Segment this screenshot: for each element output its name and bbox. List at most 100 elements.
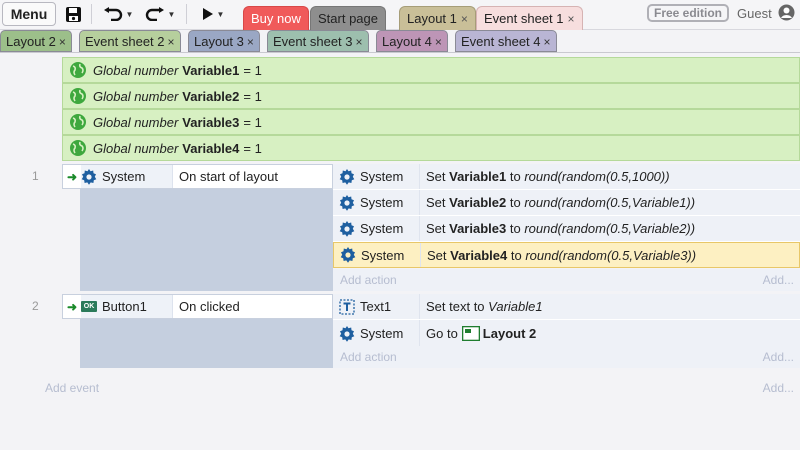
action-verb: Set xyxy=(426,169,450,184)
action-object[interactable]: System xyxy=(333,164,420,189)
action-verb: Set text to xyxy=(426,299,489,314)
global-value: = 1 xyxy=(243,140,262,156)
action-text[interactable]: Set Variable1 to round(random(0.5,1000)) xyxy=(420,169,670,184)
action-variable: Variable4 xyxy=(450,247,508,263)
global-value: = 1 xyxy=(243,88,262,104)
action-text[interactable]: Go to Layout 2 xyxy=(420,326,536,341)
close-icon[interactable]: × xyxy=(434,35,442,49)
event-1-condition[interactable]: ➜ System On start of layout xyxy=(62,164,333,189)
add-more-link[interactable]: Add... xyxy=(762,273,794,287)
close-icon[interactable]: × xyxy=(58,35,66,49)
tab-layout-3[interactable]: Layout 3× xyxy=(188,30,260,52)
add-event-link[interactable]: Add event xyxy=(45,381,100,395)
action-row[interactable]: System Go to Layout 2 xyxy=(333,320,800,348)
button-object-icon: OK xyxy=(81,301,97,312)
event-number: 1 xyxy=(32,169,39,183)
close-icon[interactable]: × xyxy=(460,12,468,26)
save-icon[interactable] xyxy=(62,3,84,25)
action-expression: round(random(0.5,1000)) xyxy=(524,169,670,184)
redo-icon[interactable]: ▼ xyxy=(142,3,178,25)
global-name: Variable4 xyxy=(182,140,240,156)
global-keyword: Global number xyxy=(93,88,179,104)
action-row-selected[interactable]: System Set Variable4 to round(random(0.5… xyxy=(333,242,800,268)
action-object[interactable]: Text1 xyxy=(333,294,420,319)
condition-object[interactable]: System xyxy=(81,165,173,188)
action-object[interactable]: System xyxy=(333,216,420,241)
condition-text[interactable]: On start of layout xyxy=(179,169,278,184)
action-connector: to xyxy=(506,169,525,184)
add-more-link[interactable]: Add... xyxy=(762,381,794,395)
action-variable: Variable3 xyxy=(449,221,507,236)
action-text[interactable]: Set Variable2 to round(random(0.5,Variab… xyxy=(420,195,695,210)
tab-layout-4[interactable]: Layout 4× xyxy=(376,30,448,52)
globe-icon xyxy=(70,88,86,104)
add-action-row[interactable]: Add action Add... xyxy=(333,269,800,291)
event-2-condition[interactable]: ➜ OK Button1 On clicked xyxy=(62,294,333,319)
tab-event-sheet-3[interactable]: Event sheet 3× xyxy=(267,30,369,52)
tab-buy-now[interactable]: Buy now xyxy=(243,6,309,30)
add-action-link[interactable]: Add action xyxy=(340,273,397,287)
global-variable-row[interactable]: Global number Variable3 = 1 xyxy=(62,109,800,135)
action-verb: Set xyxy=(426,195,450,210)
toolbar-divider xyxy=(91,4,92,24)
tab-layout-1[interactable]: Layout 1× xyxy=(399,6,476,30)
gear-icon xyxy=(339,325,355,342)
close-icon[interactable]: × xyxy=(167,35,175,49)
action-text[interactable]: Set Variable4 to round(random(0.5,Variab… xyxy=(421,248,696,263)
global-variable-row[interactable]: Global number Variable4 = 1 xyxy=(62,135,800,161)
global-keyword: Global number xyxy=(93,62,179,78)
action-row[interactable]: System Set Variable1 to round(random(0.5… xyxy=(333,164,800,190)
action-object-label: Text1 xyxy=(360,299,392,314)
global-variable-row[interactable]: Global number Variable2 = 1 xyxy=(62,83,800,109)
play-icon[interactable]: ▼ xyxy=(196,3,230,25)
global-value: = 1 xyxy=(243,114,262,130)
tab-event-sheet-1[interactable]: Event sheet 1× xyxy=(476,6,583,30)
tab-event-sheet-2[interactable]: Event sheet 2× xyxy=(79,30,181,52)
tab-layout-2[interactable]: Layout 2× xyxy=(0,30,72,52)
action-object-label: System xyxy=(360,221,404,236)
trigger-arrow-icon: ➜ xyxy=(66,299,78,314)
close-icon[interactable]: × xyxy=(355,35,363,49)
action-target-layout: Layout 2 xyxy=(482,326,537,341)
secondary-tab-row: Layout 2× Event sheet 2× Layout 3× Event… xyxy=(0,30,800,52)
undo-icon[interactable]: ▼ xyxy=(100,3,136,25)
user-name[interactable]: Guest xyxy=(737,6,772,21)
gear-icon xyxy=(339,220,355,237)
gear-icon xyxy=(339,194,355,211)
gear-icon xyxy=(81,168,97,185)
menu-button[interactable]: Menu xyxy=(2,2,56,26)
close-icon[interactable]: × xyxy=(246,35,254,49)
action-object[interactable]: System xyxy=(333,190,420,215)
action-object-label: System xyxy=(360,169,404,184)
condition-text[interactable]: On clicked xyxy=(179,299,240,314)
action-text[interactable]: Set text to Variable1 xyxy=(420,299,543,314)
add-action-row[interactable]: Add action Add... xyxy=(333,346,800,368)
action-object-label: System xyxy=(360,195,404,210)
globe-icon xyxy=(70,62,86,78)
action-object[interactable]: System xyxy=(333,320,420,347)
action-text[interactable]: Set Variable3 to round(random(0.5,Variab… xyxy=(420,221,695,236)
global-variable-row[interactable]: Global number Variable1 = 1 xyxy=(62,57,800,83)
global-name: Variable3 xyxy=(182,114,240,130)
global-name: Variable1 xyxy=(182,62,240,78)
action-object-label: System xyxy=(361,247,405,263)
condition-object[interactable]: OK Button1 xyxy=(81,295,173,318)
add-action-link[interactable]: Add action xyxy=(340,350,397,364)
action-row[interactable]: System Set Variable2 to round(random(0.5… xyxy=(333,190,800,216)
close-icon[interactable]: × xyxy=(567,12,575,26)
action-row[interactable]: Text1 Set text to Variable1 xyxy=(333,294,800,320)
tab-start-page[interactable]: Start page xyxy=(310,6,386,30)
globe-icon xyxy=(70,140,86,156)
user-avatar-icon[interactable] xyxy=(778,4,795,21)
action-object[interactable]: System xyxy=(334,243,421,267)
tab-event-sheet-4[interactable]: Event sheet 4× xyxy=(455,30,557,52)
toolbar-divider xyxy=(186,4,187,24)
action-expression: round(random(0.5,Variable3)) xyxy=(525,247,697,263)
action-row[interactable]: System Set Variable3 to round(random(0.5… xyxy=(333,216,800,242)
free-edition-badge[interactable]: Free edition xyxy=(647,4,730,22)
condition-object-label: Button1 xyxy=(102,299,147,314)
add-more-link[interactable]: Add... xyxy=(762,350,794,364)
gear-icon xyxy=(340,247,356,263)
close-icon[interactable]: × xyxy=(543,35,551,49)
gear-icon xyxy=(339,168,355,185)
